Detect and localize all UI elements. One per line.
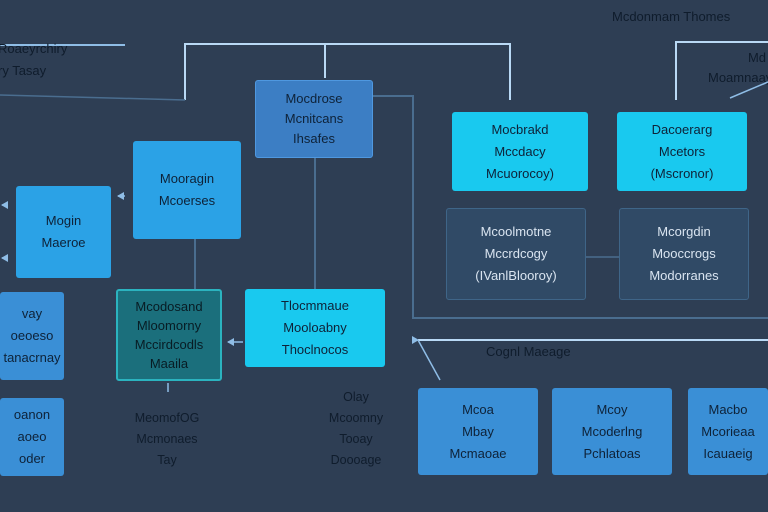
connector-top-main xyxy=(184,43,511,100)
label-right-edge: Md Moamnaay xyxy=(708,50,768,85)
connector-left-mid xyxy=(0,94,186,101)
label-top-right: Mcdonmam Thomes xyxy=(612,9,731,24)
connector-right-edge xyxy=(729,81,768,99)
connector-top-right xyxy=(675,41,768,100)
connector-cogni-drop xyxy=(417,339,441,381)
label-cogni-message: Cognl Maeage xyxy=(486,344,571,359)
connector-right-v xyxy=(370,95,768,319)
label-top-left: Roaeyrchiry ry Tasay xyxy=(0,41,68,78)
